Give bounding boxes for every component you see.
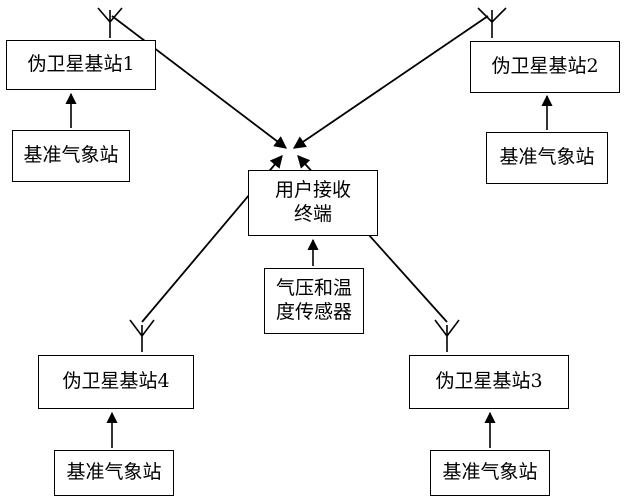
pseudolite-station-3-label: 伪卫星基站3 — [435, 370, 543, 393]
weather-station-1: 基准气象站 — [12, 130, 130, 182]
pseudolite-station-1-label: 伪卫星基站1 — [27, 53, 135, 76]
pseudolite-station-2: 伪卫星基站2 — [470, 41, 620, 93]
weather-station-4-label: 基准气象站 — [66, 461, 162, 484]
pseudolite-station-3: 伪卫星基站3 — [409, 355, 569, 409]
weather-station-2-label: 基准气象站 — [499, 146, 595, 169]
receiver-label-line-1: 用户接收 — [274, 179, 351, 202]
signal-line-station-1 — [111, 15, 288, 149]
antenna-icon-station-1 — [97, 7, 123, 38]
antenna-icon-station-3 — [434, 319, 460, 352]
weather-station-3-label: 基准气象站 — [442, 461, 538, 484]
weather-station-2: 基准气象站 — [486, 132, 608, 184]
sensor-label-line-1: 气压和温 — [275, 277, 352, 300]
receiver-label-line-2: 终端 — [293, 203, 332, 225]
user-receiver-terminal: 用户接收 终端 — [248, 170, 378, 236]
pressure-temperature-sensor: 气压和温 度传感器 — [264, 268, 364, 334]
signal-line-station-2 — [292, 15, 489, 149]
pseudolite-station-1: 伪卫星基站1 — [6, 40, 156, 90]
weather-station-4: 基准气象站 — [54, 450, 174, 496]
antenna-icon-station-2 — [477, 7, 507, 38]
weather-station-3: 基准气象站 — [430, 450, 550, 496]
antenna-icon-station-4 — [129, 319, 155, 352]
weather-station-1-label: 基准气象站 — [23, 144, 119, 167]
sensor-label-line-2: 度传感器 — [275, 301, 352, 323]
pseudolite-station-4-label: 伪卫星基站4 — [62, 370, 170, 393]
pseudolite-station-4: 伪卫星基站4 — [38, 355, 194, 409]
pseudolite-station-2-label: 伪卫星基站2 — [491, 55, 599, 78]
